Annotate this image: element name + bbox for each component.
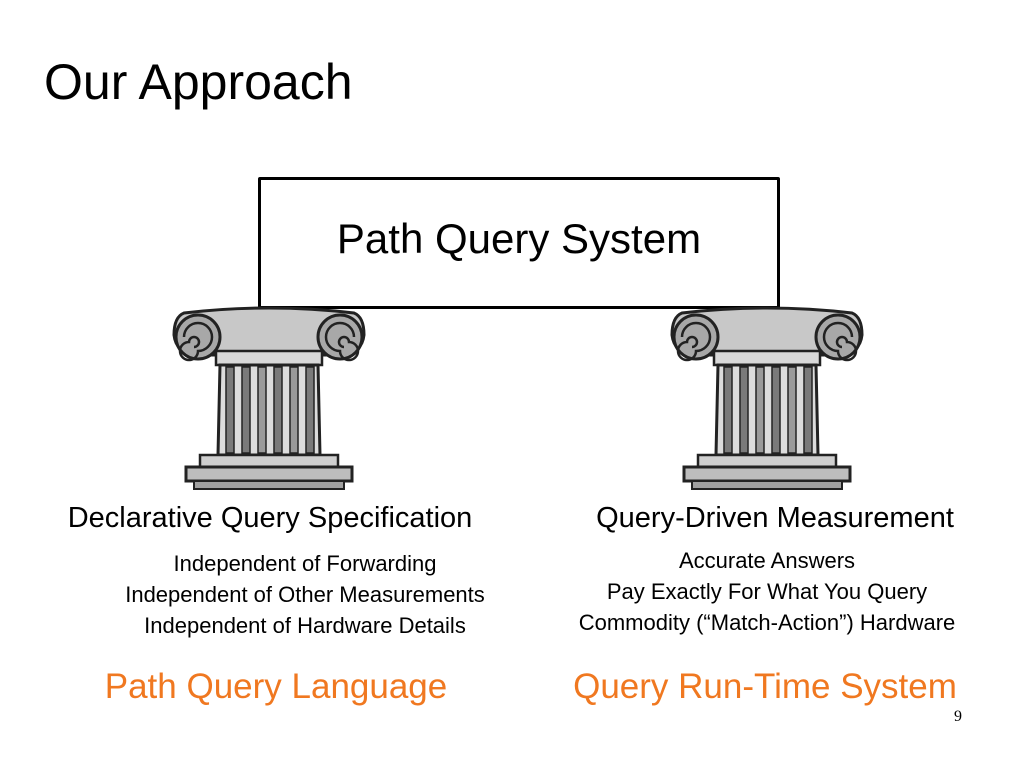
left-pillar: [164, 305, 374, 498]
right-pillar-footer: Query Run-Time System: [573, 667, 957, 706]
slide-title: Our Approach: [44, 54, 353, 110]
ionic-column-icon: [172, 306, 366, 491]
list-item: Pay Exactly For What You Query: [606, 579, 928, 604]
list-item: Independent of Other Measurements: [125, 582, 485, 607]
path-query-system-box: Path Query System: [258, 177, 780, 309]
right-pillar: [662, 305, 872, 498]
system-box-label: Path Query System: [336, 215, 702, 262]
left-pillar-heading: Declarative Query Specification: [67, 502, 473, 534]
left-pillar-text: Declarative Query Specification: [20, 501, 520, 535]
right-pillar-text: Query-Driven Measurement: [540, 501, 1010, 535]
right-pillar-footer-wrap: Query Run-Time System: [530, 667, 1000, 707]
page-number: 9: [954, 708, 962, 725]
list-item: Commodity (“Match-Action”) Hardware: [578, 610, 956, 635]
list-item: Independent of Forwarding: [173, 551, 437, 576]
left-pillar-points: Independent of Forwarding Independent of…: [55, 548, 555, 641]
list-item: Independent of Hardware Details: [144, 613, 466, 638]
right-pillar-points: Accurate Answers Pay Exactly For What Yo…: [532, 545, 1002, 638]
left-pillar-footer: Path Query Language: [104, 667, 448, 706]
right-pillar-heading: Query-Driven Measurement: [596, 502, 954, 534]
list-item: Accurate Answers: [678, 548, 856, 573]
left-pillar-footer-wrap: Path Query Language: [26, 667, 526, 707]
ionic-column-icon: [670, 306, 864, 491]
